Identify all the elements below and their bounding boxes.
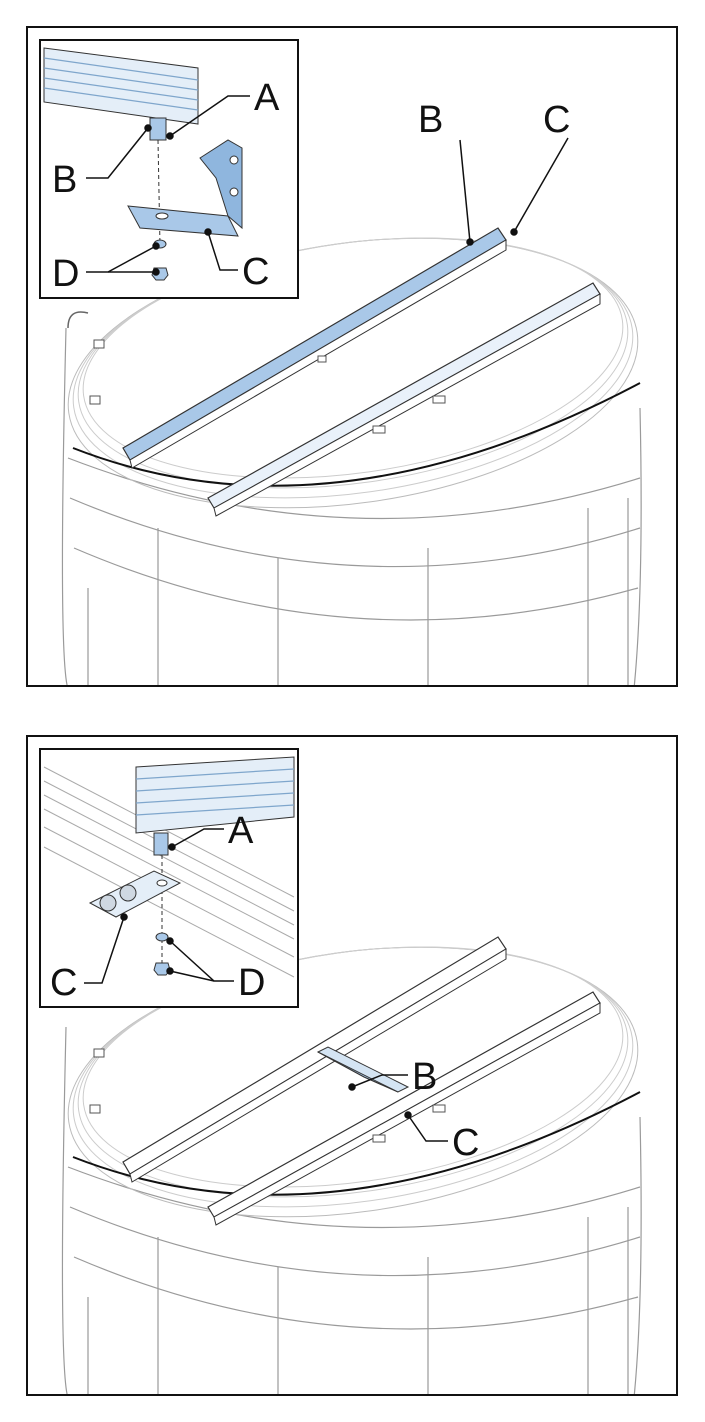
inset-label-c: C [50, 962, 77, 1004]
main-leaders [459, 137, 569, 246]
beam-back [207, 282, 601, 517]
inset-label-c: C [242, 251, 269, 293]
inset-label-b: B [52, 159, 77, 201]
tank-rim [67, 237, 641, 509]
inset-label-d: D [52, 253, 79, 295]
main-label-c: C [543, 99, 570, 141]
main-label-b: B [412, 1056, 437, 1098]
detail-inset [39, 748, 299, 1008]
tank-rim [67, 946, 641, 1218]
tank-body [61, 1026, 642, 1394]
main-leaders [348, 1074, 448, 1142]
rim-brackets [89, 339, 446, 434]
step-1-drawing: B C [39, 39, 642, 685]
tank-body [61, 327, 642, 685]
beam-front [122, 936, 507, 1183]
inset-label-a: A [254, 77, 280, 119]
main-label-c: C [452, 1122, 479, 1164]
detail-inset [39, 39, 299, 299]
inset-label-d: D [238, 962, 265, 1004]
beam-back [207, 991, 601, 1226]
step-2-drawing: B C [39, 748, 642, 1394]
step-1-panel: B C [26, 26, 678, 687]
inset-label-a: A [228, 810, 254, 852]
cross-beam [316, 1046, 410, 1093]
beam-front [122, 227, 507, 469]
step-2-panel: B C [26, 735, 678, 1396]
rim-brackets [89, 1048, 446, 1143]
main-label-b: B [418, 99, 443, 141]
